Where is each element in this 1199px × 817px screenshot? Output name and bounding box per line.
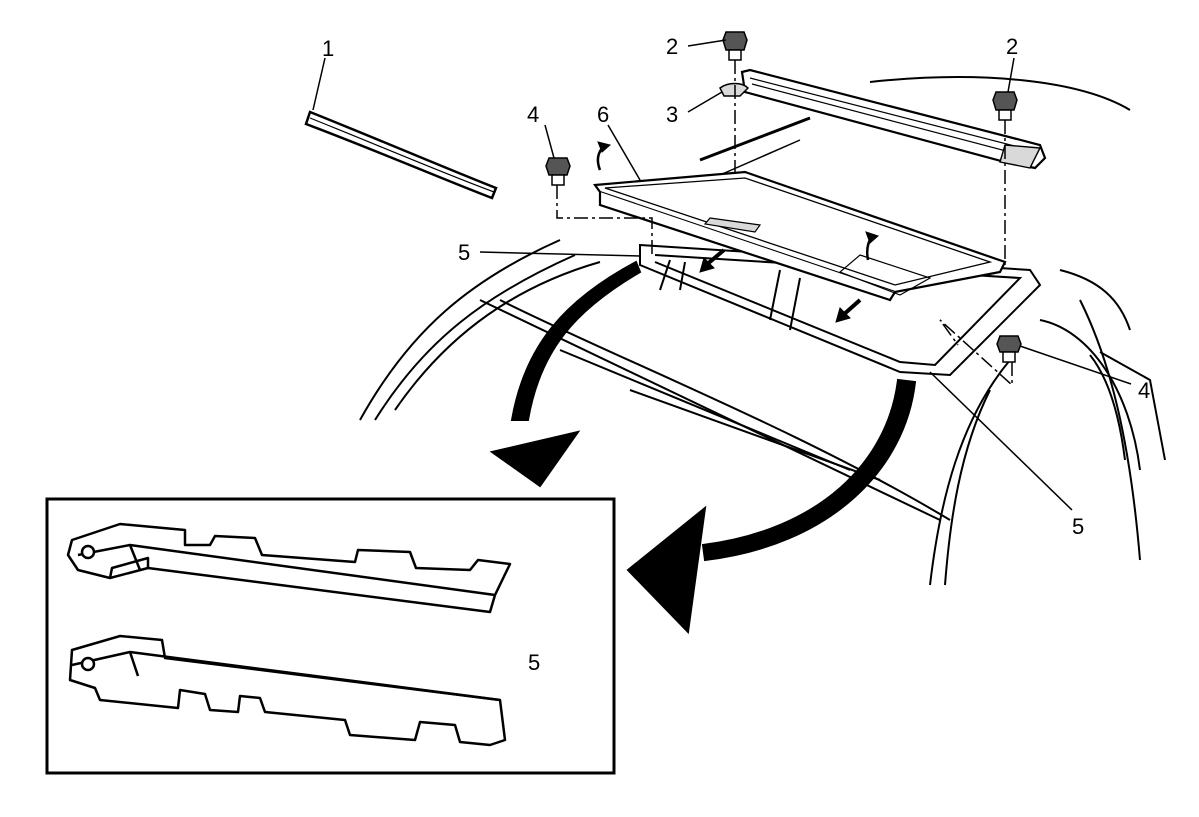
- callout-4-left: 4: [527, 102, 539, 127]
- callout-5-left: 5: [458, 240, 470, 265]
- callout-5-inset: 5: [528, 650, 540, 675]
- detail-arrow-right: [626, 378, 917, 635]
- callout-2-right: 2: [1006, 34, 1018, 59]
- detail-arrow-left: [489, 260, 642, 488]
- bolt-icon-2-right: [992, 91, 1018, 121]
- bolt-icon-4-left: [545, 157, 571, 186]
- callout-5-right: 5: [1072, 514, 1084, 539]
- bolt-icon-4-right: [996, 335, 1022, 363]
- callout-6: 6: [597, 102, 609, 127]
- callout-labels: 1 2 2 3 4 4 5 5 5 6: [322, 34, 1150, 675]
- callout-4-right: 4: [1138, 378, 1150, 403]
- roof-molding-strip: [304, 110, 498, 200]
- leader-lines: [312, 39, 1132, 691]
- callout-2-left: 2: [666, 34, 678, 59]
- rear-rail: [740, 68, 1047, 170]
- clip-part-5-lower: [68, 634, 507, 747]
- callout-1: 1: [322, 36, 334, 61]
- direction-arrows: [596, 141, 879, 323]
- vehicle-body-outline: [359, 76, 1166, 586]
- clip-icon-3: [719, 82, 750, 97]
- clip-part-5-upper: [66, 522, 512, 614]
- bolt-icon-2-left: [722, 31, 748, 61]
- callout-3: 3: [666, 102, 678, 127]
- alignment-lines: [556, 60, 1013, 387]
- roof-panel: [592, 170, 1007, 302]
